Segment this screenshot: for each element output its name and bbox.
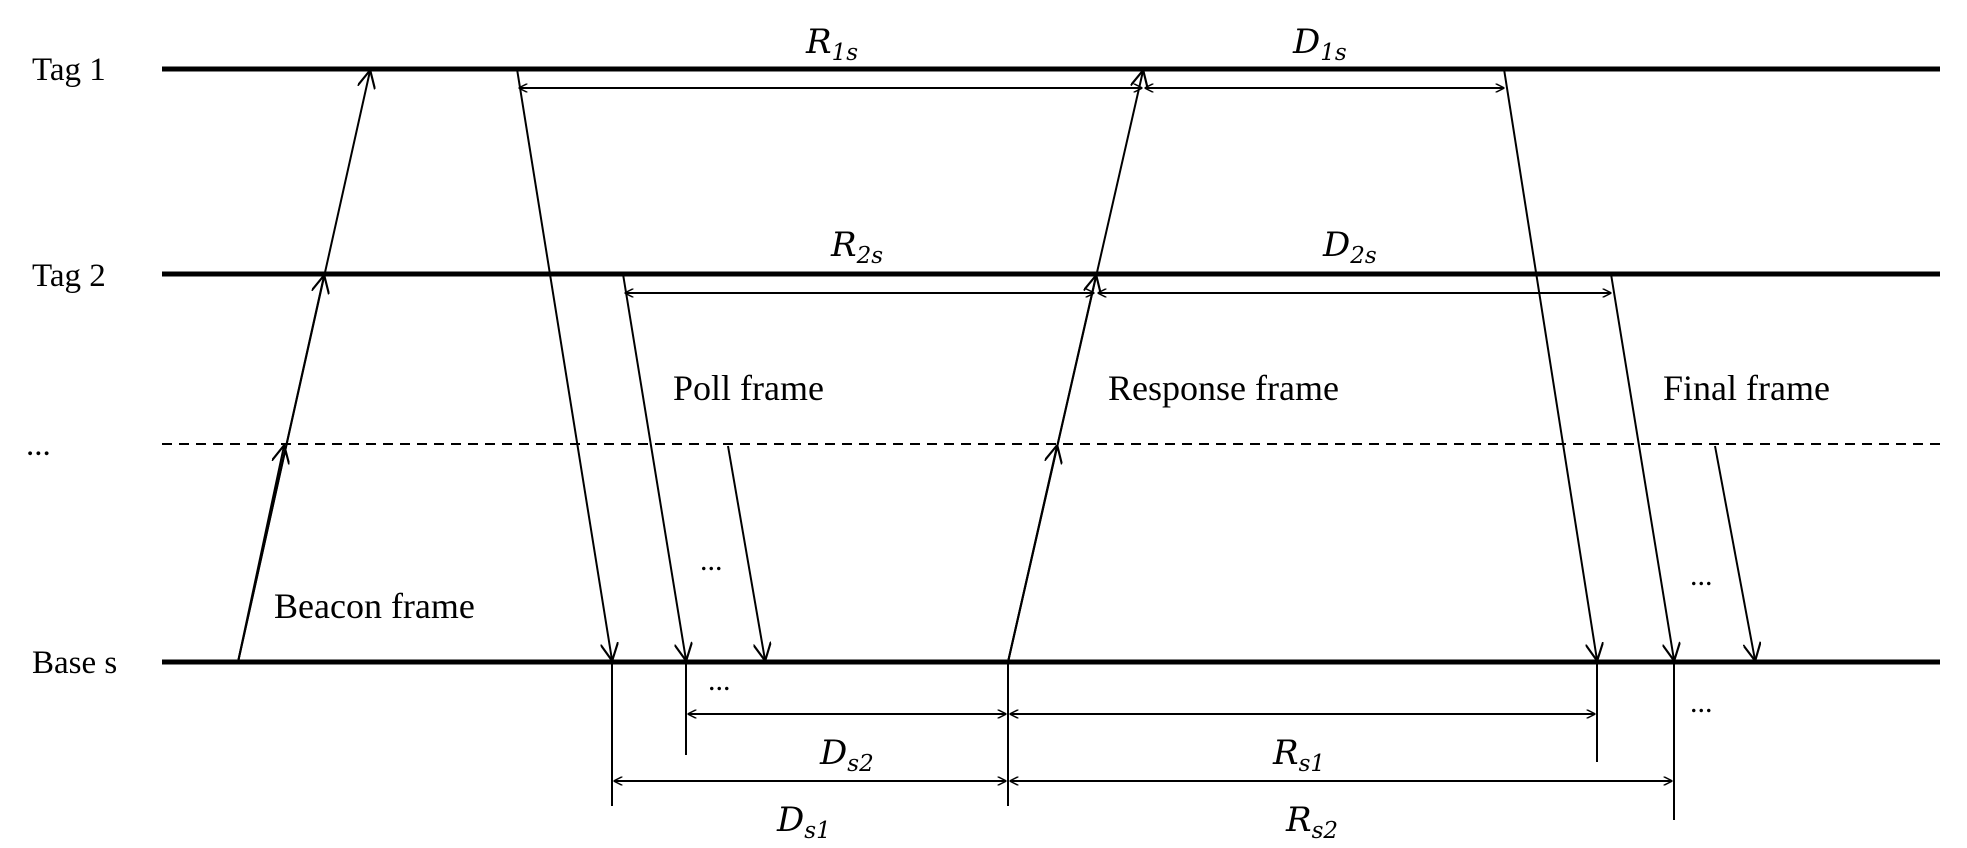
row-label-tag1: Tag 1	[32, 52, 106, 88]
response-frame-label: Response frame	[1108, 368, 1339, 408]
poll-arrow-others	[727, 445, 765, 660]
row-label-tag2: Tag 2	[32, 258, 106, 294]
d2s-interval-label: D2s	[1322, 225, 1377, 269]
poll-frame-label: Poll frame	[673, 368, 824, 408]
final-ellipsis: ...	[1690, 559, 1713, 592]
base-ellipsis-left: ...	[708, 664, 731, 697]
beacon-arrow-to-others	[237, 446, 284, 663]
response-arrow-to-others	[1007, 446, 1057, 663]
rs2-interval-label: Rs2	[1285, 800, 1338, 844]
rs1-interval-label: Rs1	[1272, 733, 1325, 777]
final-arrow-tag2	[1610, 273, 1674, 660]
row-label-base: Base s	[32, 645, 117, 681]
final-arrow-others	[1714, 445, 1755, 660]
r1s-interval-label: R1s	[805, 22, 858, 66]
ds2-interval-label: Ds2	[819, 733, 874, 777]
row-label-more: ...	[26, 427, 51, 463]
final-arrow-tag1	[1503, 68, 1597, 660]
poll-arrow-tag1	[516, 68, 612, 660]
poll-ellipsis: ...	[700, 544, 723, 577]
ds1-interval-label: Ds1	[776, 800, 831, 844]
d1s-interval-label: D1s	[1292, 22, 1347, 66]
base-ellipsis-right: ...	[1690, 686, 1713, 719]
r2s-interval-label: R2s	[830, 225, 883, 269]
beacon-frame-label: Beacon frame	[274, 586, 475, 626]
final-frame-label: Final frame	[1663, 368, 1830, 408]
poll-arrow-tag2	[622, 273, 686, 660]
